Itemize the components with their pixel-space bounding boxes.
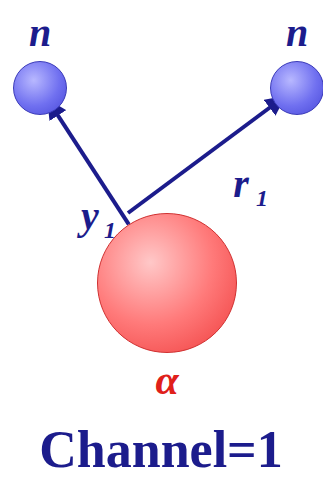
vector-label: y [81,196,99,236]
neutron-label: n [260,13,323,53]
r1-vector [128,97,284,213]
alpha-circle [97,213,237,353]
particle-label: α [87,359,247,401]
neutron-label: n [3,13,77,53]
vector-label: r [233,164,249,204]
neutron: n [260,13,323,115]
neutron-circle [270,61,323,115]
channel-label: Channel=1 [39,424,282,476]
subscript: 1 [104,218,116,242]
subscript: 1 [256,186,268,210]
neutron: n [3,13,77,115]
neutron-circle [13,61,67,115]
